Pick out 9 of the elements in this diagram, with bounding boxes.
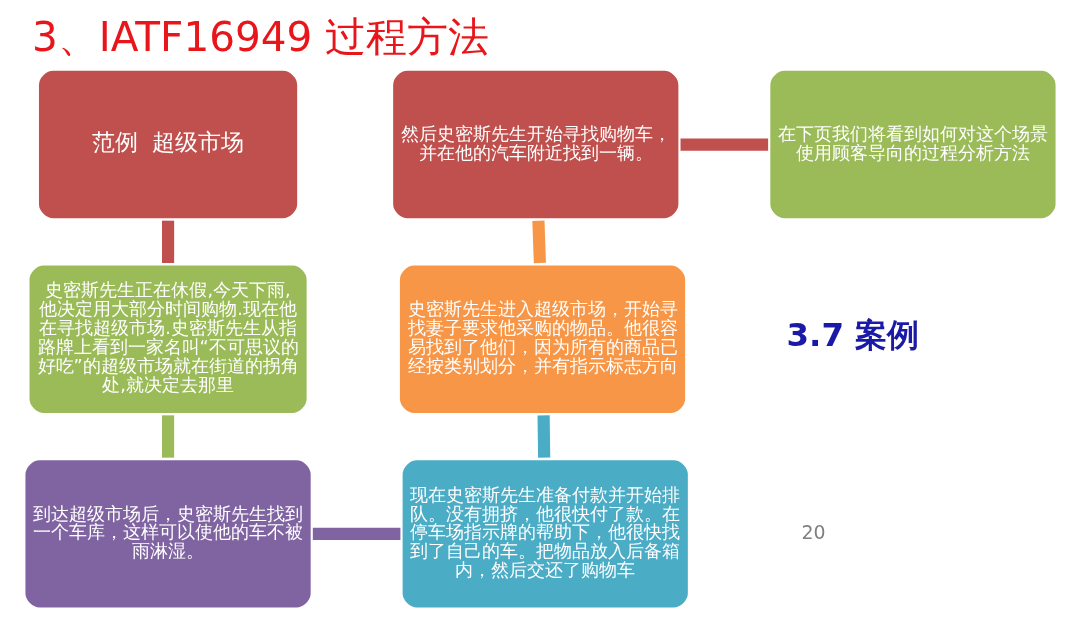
label: 3.7 案例 [786, 316, 919, 355]
label: 20 [800, 520, 825, 543]
connector [312, 527, 400, 540]
connector [537, 415, 550, 458]
connector [161, 415, 174, 458]
connector [161, 220, 174, 263]
connector [531, 220, 546, 264]
diagram-title: 3、IATF16949 过程方法 [31, 13, 489, 62]
connector [680, 138, 768, 151]
